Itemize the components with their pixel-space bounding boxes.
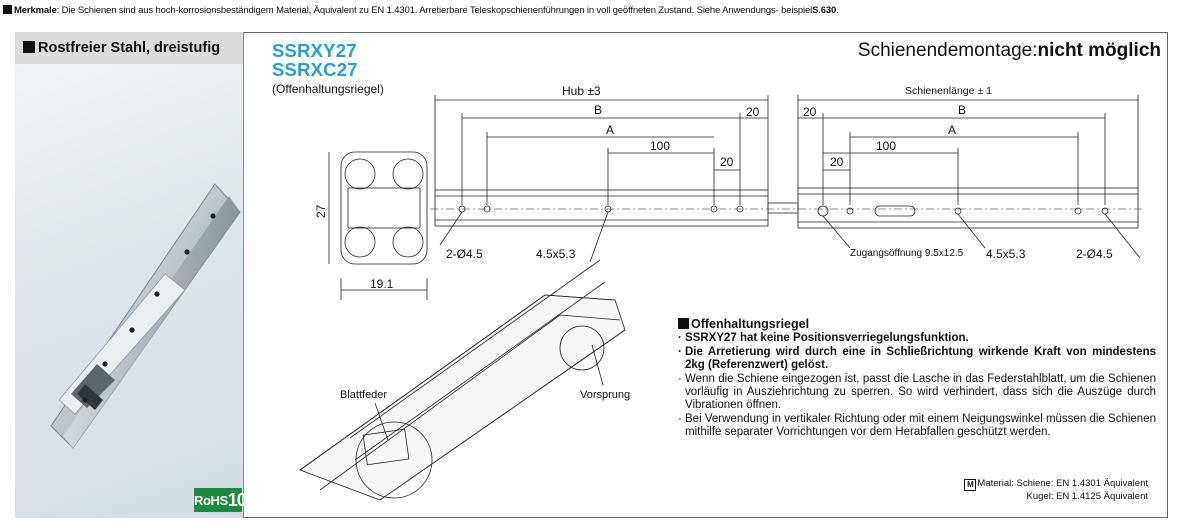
info-bullet-2: ·Die Arretierung wird durch eine in Schl… xyxy=(678,345,1156,372)
product-code-2: SSRXC27 xyxy=(272,59,358,80)
square-bullet-icon xyxy=(23,41,35,53)
label-access-opening: Zugangsöffnung 9.5x12.5 xyxy=(850,248,964,259)
label-vorsprung: Vorsprung xyxy=(580,389,630,401)
dim-hub: Hub ±3 xyxy=(562,84,601,98)
info-bullet-1: ·SSRXY27 hat keine Positionsverriegelung… xyxy=(678,332,1156,345)
label-slot-right: 4.5x5.3 xyxy=(986,247,1026,261)
info-bullet-1-text: SSRXY27 hat keine Positionsverriegelungs… xyxy=(685,332,969,345)
material-icon: M xyxy=(964,479,977,491)
rohs-badge: RoHS10 xyxy=(194,488,247,512)
left-panel-title: Rostfreier Stahl, dreistufig xyxy=(38,40,221,56)
dim-A-right: A xyxy=(948,123,956,137)
rail-photo-image xyxy=(50,183,241,449)
rail-isometric-sketch xyxy=(299,259,626,501)
dim-20-left-a: 20 xyxy=(746,105,760,119)
info-bullet-4-text: Bei Verwendung in vertikaler Richtung od… xyxy=(685,412,1156,439)
left-panel-header: Rostfreier Stahl, dreistufig xyxy=(15,32,243,64)
dim-20-right-b: 20 xyxy=(830,155,844,169)
material-line-1: Material: Schiene: EN 1.4301 Äquivalent xyxy=(977,478,1148,489)
features-ref: S.630 xyxy=(812,5,837,16)
hole xyxy=(710,205,718,213)
label-hole-left: 2-Ø4.5 xyxy=(446,247,483,261)
dim-20-right-a: 20 xyxy=(803,105,817,119)
features-label: Merkmale xyxy=(14,5,57,16)
slot xyxy=(874,205,916,217)
label-blattfeder: Blattfeder xyxy=(340,389,387,401)
label-slot-left: 4.5x5.3 xyxy=(536,247,576,261)
latch-info: Offenhaltungsriegel ·SSRXY27 hat keine P… xyxy=(678,317,1156,440)
rohs-label: RoHS xyxy=(194,493,228,508)
product-subtitle: (Offenhaltungsriegel) xyxy=(272,82,384,96)
rail-right-body xyxy=(797,187,1139,229)
label-hole-right: 2-Ø4.5 xyxy=(1076,247,1113,261)
latch-info-title: Offenhaltungsriegel xyxy=(691,317,810,331)
dim-A-left: A xyxy=(606,123,614,137)
product-photo xyxy=(15,64,243,518)
rail-inner-segment xyxy=(767,202,799,214)
rail-end-view xyxy=(340,151,428,265)
dim-B-left: B xyxy=(594,103,602,117)
features-end: . xyxy=(836,5,839,16)
demount-label: Schienendemontage: xyxy=(857,40,1038,61)
material-line-2: Kugel: EN 1.4125 Äquivalent xyxy=(1026,491,1148,502)
square-bullet-icon xyxy=(3,5,12,14)
features-note: Merkmale: Die Schienen sind aus hoch-kor… xyxy=(3,5,1178,16)
product-code-1: SSRXY27 xyxy=(272,40,357,61)
dim-width-19: 19.1 xyxy=(370,277,394,291)
info-bullet-2-text: Die Arretierung wird durch eine in Schli… xyxy=(685,345,1156,372)
dim-height-27: 27 xyxy=(314,204,328,218)
left-panel: Rostfreier Stahl, dreistufig xyxy=(15,32,247,518)
dim-100-right: 100 xyxy=(876,139,896,153)
access-hole xyxy=(817,205,829,217)
dim-B-right: B xyxy=(958,103,966,117)
latch-info-heading: Offenhaltungsriegel xyxy=(678,317,1156,331)
detail-circle xyxy=(355,421,433,499)
demount-value: nicht möglich xyxy=(1037,40,1162,61)
features-text: : Die Schienen sind aus hoch-korrosionsb… xyxy=(56,5,813,16)
hole xyxy=(1074,207,1082,215)
detail-circle xyxy=(559,325,605,371)
dim-20-left-b: 20 xyxy=(720,155,734,169)
info-bullet-3: ·Wenn die Schiene eingezogen ist, passt … xyxy=(678,372,1156,412)
rohs-number: 10 xyxy=(227,490,247,510)
dim-100-left: 100 xyxy=(650,139,670,153)
demount-info: Schienendemontage:nicht möglich xyxy=(858,40,1161,62)
info-bullet-3-text: Wenn die Schiene eingezogen ist, passt d… xyxy=(685,372,1156,412)
info-bullet-4: ·Bei Verwendung in vertikaler Richtung o… xyxy=(678,412,1156,439)
square-bullet-icon xyxy=(678,318,689,329)
hole xyxy=(846,207,854,215)
dim-rail-length: Schienenlänge ± 1 xyxy=(905,85,992,97)
rail-left-body xyxy=(434,189,769,227)
